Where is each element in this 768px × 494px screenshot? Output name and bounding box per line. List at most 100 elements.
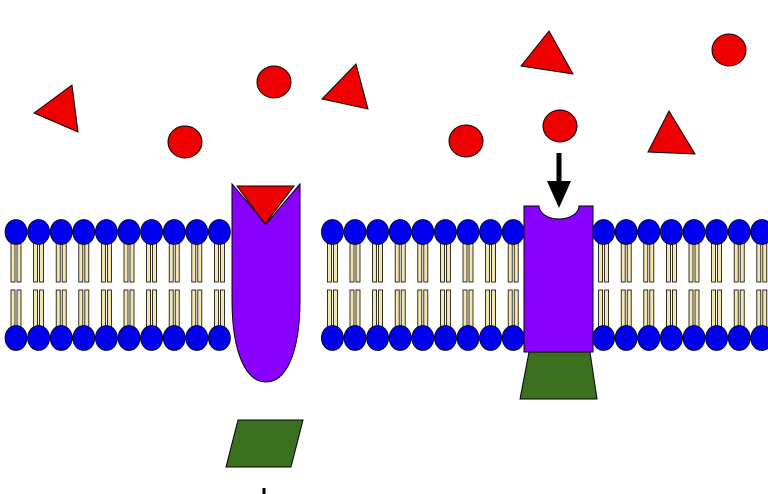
lipid-tail (445, 239, 451, 283)
lipid-heads-bottom-leaflet (4, 325, 768, 351)
lipid-tail (84, 239, 90, 283)
lipid-tail (326, 239, 332, 283)
bound-triangle-ligand (236, 185, 296, 225)
lipid-head (343, 325, 367, 351)
lipid-tail (688, 239, 694, 283)
lipid-head (388, 219, 412, 245)
triangle-ligand (520, 30, 574, 75)
lipid-head (479, 219, 503, 245)
lipid-head (433, 219, 457, 245)
lipid-tail (491, 239, 497, 283)
lipid-tail (55, 239, 61, 283)
lipid-tail (439, 239, 445, 283)
lipid-head (637, 325, 661, 351)
lipid-head (705, 219, 728, 245)
lipid-tail (666, 239, 671, 283)
lipid-head (185, 219, 209, 245)
lipid-tails-top-leaflet (10, 239, 768, 283)
circle-ligand (542, 109, 578, 143)
triangle-ligand (321, 63, 369, 110)
lipid-tail (219, 239, 225, 283)
lipid-head (637, 219, 661, 245)
lipid-tail (33, 239, 38, 283)
lipid-tail (485, 239, 491, 283)
lipid-tail (462, 239, 468, 283)
lipid-head (411, 219, 435, 245)
lipid-tail (78, 239, 84, 283)
lipid-tail (213, 239, 219, 283)
lipid-tail (146, 239, 152, 283)
circle-ligand (256, 65, 292, 99)
lipid-head (49, 219, 73, 245)
lipid-tail (394, 239, 400, 283)
lipid-head (727, 219, 751, 245)
lipid-tail (174, 239, 180, 283)
lipid-tail (168, 239, 174, 283)
lipid-head (162, 219, 186, 245)
lipid-head (614, 219, 638, 245)
lipid-head (411, 325, 435, 351)
lipid-tail (513, 239, 519, 283)
lipid-tail (355, 239, 361, 283)
lipid-tail (739, 239, 745, 283)
binding-arrow (547, 153, 571, 208)
lipid-head (592, 219, 615, 245)
lipid-head (117, 325, 141, 351)
lipid-head (660, 325, 683, 351)
lipid-head (27, 325, 50, 351)
lipid-tail (332, 239, 338, 283)
circle-ligand (448, 124, 484, 158)
receptor-right (519, 205, 598, 400)
free-ligands (33, 30, 747, 159)
lipid-tail (129, 239, 135, 283)
lipid-head (727, 325, 751, 351)
lipid-head (117, 219, 141, 245)
lipid-tail (107, 239, 112, 283)
lipid-head (320, 325, 344, 351)
lipid-tail (672, 239, 677, 283)
lipid-tail (711, 239, 716, 283)
lipid-head (4, 325, 28, 351)
triangle-ligand (647, 109, 696, 155)
lipid-tail (604, 239, 609, 283)
lipid-head (4, 219, 28, 245)
lipid-head (95, 219, 118, 245)
receptor-left-body (231, 182, 301, 383)
lipid-tail (762, 239, 768, 283)
lipid-head (592, 325, 615, 351)
lipid-head (49, 325, 73, 351)
triangle-ligand (33, 84, 79, 133)
lipid-head (682, 325, 706, 351)
lipid-head (72, 219, 96, 245)
lipid-heads-top-leaflet (4, 219, 768, 245)
lipid-tail (626, 239, 632, 283)
lipid-tail (197, 239, 203, 283)
lipid-head (185, 325, 209, 351)
circle-ligand (167, 125, 203, 159)
lipid-head (479, 325, 503, 351)
lipid-head (162, 325, 186, 351)
lipid-head (366, 219, 390, 245)
lipid-head (320, 219, 344, 245)
lipid-tail (400, 239, 406, 283)
lipid-head (388, 325, 412, 351)
lipid-tail (598, 239, 603, 283)
lipid-head (207, 219, 231, 245)
lipid-head (207, 325, 231, 351)
released-effector (225, 419, 304, 468)
lipid-head (750, 325, 768, 351)
lipid-head (433, 325, 457, 351)
lipid-head (750, 219, 768, 245)
lipid-tail (349, 239, 355, 283)
lipid-tail (16, 239, 22, 283)
receptor-left (231, 182, 301, 383)
lipid-tail (649, 239, 655, 283)
lipid-tail (152, 239, 158, 283)
lipid-head (72, 325, 96, 351)
lipid-tail (378, 239, 384, 283)
lipid-head (705, 325, 728, 351)
lipid-tail (507, 239, 513, 283)
circle-ligand (711, 33, 747, 67)
lipid-head (95, 325, 118, 351)
